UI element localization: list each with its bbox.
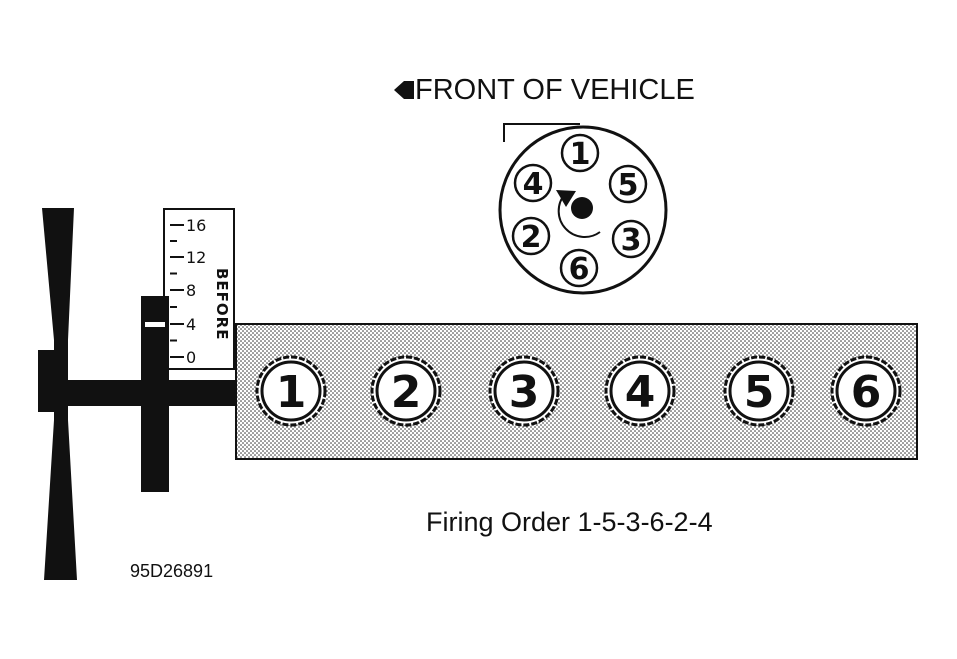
front-of-vehicle-label: FRONT OF VEHICLE [415, 74, 695, 106]
tick-label: 4 [186, 315, 196, 334]
timing-mark [145, 322, 165, 327]
engine-block: 1 2 3 4 5 6 [235, 323, 918, 460]
distributor-terminal-5: 5 [608, 164, 648, 204]
cylinder-4: 4 [604, 355, 676, 427]
terminal-number: 4 [523, 167, 544, 202]
fan-assembly [38, 208, 238, 580]
timing-ticks: 16 12 8 4 0 [170, 216, 206, 367]
cylinder-2: 2 [370, 355, 442, 427]
cylinder-number: 3 [509, 367, 540, 418]
cylinder-bore [835, 360, 897, 422]
cylinder-number: 6 [851, 367, 882, 418]
distributor-cap: 15 362 4 [498, 123, 668, 295]
cylinder-bore [609, 360, 671, 422]
terminal-ring [513, 163, 553, 203]
terminal-number: 6 [569, 252, 590, 287]
distributor-terminal-4: 4 [513, 163, 553, 203]
terminal-number: 3 [621, 223, 642, 258]
firing-order-label: Firing Order 1-5-3-6-2-4 [426, 507, 713, 537]
cylinder-bore [728, 360, 790, 422]
cylinder-bore [493, 360, 555, 422]
cylinder-bore [260, 360, 322, 422]
distributor-terminal-3: 3 [611, 219, 651, 259]
cylinder-number: 5 [744, 367, 775, 418]
figure-code: 95D26891 [130, 561, 213, 581]
terminal-ring [511, 216, 551, 256]
distributor-terminal-6: 6 [559, 248, 599, 288]
rotor-arrow-icon [556, 190, 576, 207]
arrow-left-icon [394, 81, 414, 99]
distributor-terminal-2: 2 [511, 216, 551, 256]
cylinder-1: 1 [255, 355, 327, 427]
distributor-terminals: 15 362 4 [511, 133, 651, 288]
front-of-vehicle-indicator: FRONT OF VEHICLE [394, 74, 695, 106]
cylinder-bore [375, 360, 437, 422]
terminal-ring [611, 219, 651, 259]
terminal-number: 1 [570, 137, 591, 172]
before-label: BEFORE [213, 268, 231, 340]
distributor-bracket [503, 123, 580, 142]
cylinder-6: 6 [830, 355, 902, 427]
tick-label: 16 [186, 216, 206, 235]
cylinder-number: 4 [625, 367, 656, 418]
cylinder-number: 2 [391, 367, 422, 418]
tick-label: 8 [186, 281, 196, 300]
rotor-rotation-arc [557, 193, 601, 238]
cylinders: 1 2 3 4 5 6 [255, 355, 902, 427]
terminal-ring [559, 248, 599, 288]
crank-pulley [141, 296, 169, 492]
terminal-number: 5 [618, 168, 639, 203]
terminal-number: 2 [521, 220, 542, 255]
terminal-ring [608, 164, 648, 204]
engine-block-outline [235, 323, 918, 460]
terminal-ring [560, 133, 600, 173]
rotor-hub [571, 197, 593, 219]
distributor-terminal-1: 1 [560, 133, 600, 173]
tick-label: 12 [186, 248, 206, 267]
tick-label: 0 [186, 348, 196, 367]
cylinder-5: 5 [723, 355, 795, 427]
cylinder-number: 1 [276, 367, 307, 418]
timing-scale: 16 12 8 4 0 BEFORE [163, 208, 235, 370]
cylinder-3: 3 [488, 355, 560, 427]
